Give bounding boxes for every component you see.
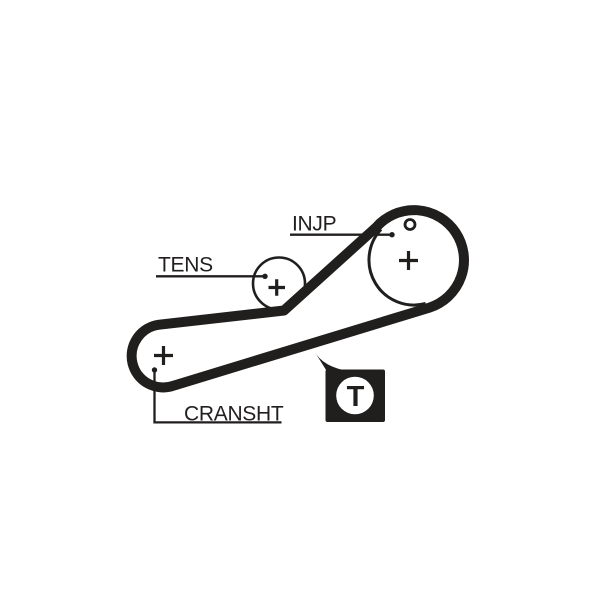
cransht-leader-dot: [151, 367, 158, 373]
pump-timing-hole: [403, 218, 417, 231]
crankshaft-center-mark: [154, 346, 173, 365]
badge-circle: [336, 376, 374, 415]
injection-pump-pulley: [367, 228, 426, 307]
tensioner-center-mark: [268, 279, 285, 296]
diagram-strokes: [126, 205, 469, 424]
tens-label: TENS: [158, 253, 213, 276]
badge-letter: T: [347, 381, 365, 413]
injp-leader-dot: [389, 232, 395, 238]
pump-center-mark: [399, 251, 418, 270]
diagram-fills: INJP TENS CRANSHT T: [151, 213, 395, 425]
tens-leader-dot: [262, 273, 268, 279]
injp-label: INJP: [292, 213, 336, 236]
timing-belt: [126, 205, 469, 393]
badge-pointer: [314, 351, 350, 372]
cransht-label: CRANSHT: [184, 402, 284, 425]
